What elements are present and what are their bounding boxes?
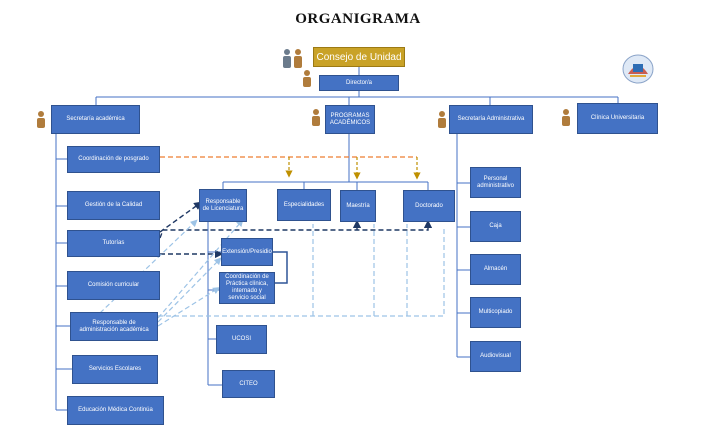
almacen-box: Almacén bbox=[470, 254, 521, 285]
orange-dashed-connector bbox=[160, 156, 421, 180]
educacion-medica-continua-box: Educación Médica Continúa bbox=[67, 396, 164, 425]
ucosi-box: UCOSI bbox=[216, 325, 267, 354]
page-title: ORGANIGRAMA bbox=[295, 11, 421, 27]
person-icon bbox=[438, 111, 446, 128]
clinica-universitaria-box: Clínica Universitaria bbox=[577, 103, 658, 134]
multicopiado-box: Multicopiado bbox=[470, 297, 521, 328]
structure-lines bbox=[55, 67, 619, 411]
extension-presidio-box: Extensión/Presidio bbox=[221, 238, 273, 266]
audiovisual-box: Audiovisual bbox=[470, 341, 521, 372]
caja-box: Caja bbox=[470, 211, 521, 242]
director-box: Director/a bbox=[319, 75, 399, 91]
responsable-administracion-box: Responsable de administración académica bbox=[70, 312, 158, 341]
gestion-calidad-box: Gestión de la Calidad bbox=[67, 191, 160, 220]
comision-curricular-box: Comisión curricular bbox=[67, 271, 160, 300]
group-people-icon bbox=[283, 49, 302, 68]
coordinacion-posgrado-box: Coordinación de posgrado bbox=[67, 146, 160, 173]
servicios-escolares-box: Servicios Escolares bbox=[72, 355, 158, 384]
university-logo-icon bbox=[622, 54, 654, 84]
secretaria-academica-box: Secretaría académica bbox=[51, 105, 140, 134]
secretaria-administrativa-box: Secretaría Administrativa bbox=[449, 105, 533, 134]
maestria-box: Maestría bbox=[340, 190, 376, 222]
responsable-licenciatura-box: Responsable de Licenciatura bbox=[199, 189, 247, 222]
person-icon bbox=[562, 109, 570, 126]
navy-dashed-connector bbox=[159, 201, 433, 259]
tutorias-box: Tutorías bbox=[67, 230, 160, 257]
person-icon bbox=[37, 111, 45, 128]
consejo-de-unidad-box: Consejo de Unidad bbox=[313, 47, 405, 67]
bracket-connector bbox=[273, 251, 288, 284]
citeo-box: CITEO bbox=[222, 370, 275, 398]
person-icon bbox=[303, 70, 311, 87]
programas-academicos-box: PROGRAMAS ACADÉMICOS bbox=[325, 105, 375, 134]
coordinacion-practica-clinica-box: Coordinación de Práctica clínica, intern… bbox=[219, 272, 275, 304]
especialidades-box: Especialidades bbox=[277, 189, 331, 221]
doctorado-box: Doctorado bbox=[403, 190, 455, 222]
personal-administrativo-box: Personal administrativo bbox=[470, 167, 521, 198]
person-icon bbox=[312, 109, 320, 126]
